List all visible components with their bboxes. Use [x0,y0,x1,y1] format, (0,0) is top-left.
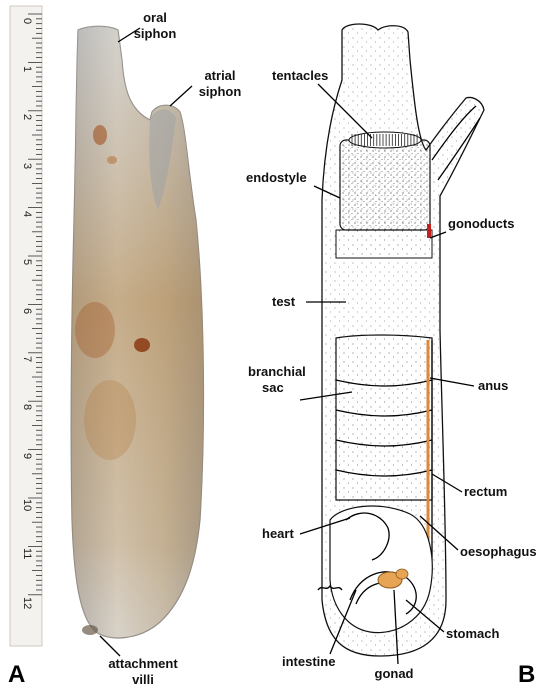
label-test: test [272,294,296,309]
label-endostyle: endostyle [246,170,307,185]
ruler: 0 1 2 3 4 5 6 7 8 9 10 11 12 [10,6,42,646]
ruler-tick-4: 4 [21,211,33,217]
ruler-tick-12: 12 [21,597,33,609]
specimen-photo [71,26,203,638]
label-heart: heart [262,526,294,541]
label-stomach: stomach [446,626,500,641]
label-rectum: rectum [464,484,507,499]
ruler-tick-0: 0 [21,18,33,24]
ruler-tick-5: 5 [21,259,33,265]
label-attachment-villi-line2: villi [132,672,154,687]
drawing-panel: tentacles endostyle gonoducts test branc… [246,24,537,688]
ruler-tick-10: 10 [21,499,33,511]
ruler-tick-7: 7 [21,356,33,362]
leader-attachment-villi [100,636,120,656]
tentacle-ring [349,132,421,148]
ruler-tick-3: 3 [21,163,33,169]
label-intestine: intestine [282,654,335,669]
label-gonoducts: gonoducts [448,216,514,231]
leader-atrial-siphon [170,86,192,106]
label-gonad: gonad [375,666,414,681]
label-atrial-siphon-line2: siphon [199,84,242,99]
ruler-tick-9: 9 [21,453,33,459]
label-atrial-siphon-line1: atrial [204,68,235,83]
ruler-tick-2: 2 [21,114,33,120]
label-oesophagus: oesophagus [460,544,537,559]
photo-panel: 0 1 2 3 4 5 6 7 8 9 10 11 12 [8,6,241,688]
panel-label-a: A [8,661,25,688]
label-anus: anus [478,378,508,393]
ruler-tick-1: 1 [21,66,33,72]
label-oral-siphon-line1: oral [143,10,167,25]
label-attachment-villi-line1: attachment [108,656,178,671]
label-tentacles: tentacles [272,68,328,83]
label-branchial-sac-line1: branchial [248,364,306,379]
label-branchial-sac-line2: sac [262,380,284,395]
ruler-tick-11: 11 [21,548,33,559]
ruler-tick-6: 6 [21,308,33,314]
panel-label-b: B [518,661,535,688]
ruler-tick-8: 8 [21,404,33,410]
